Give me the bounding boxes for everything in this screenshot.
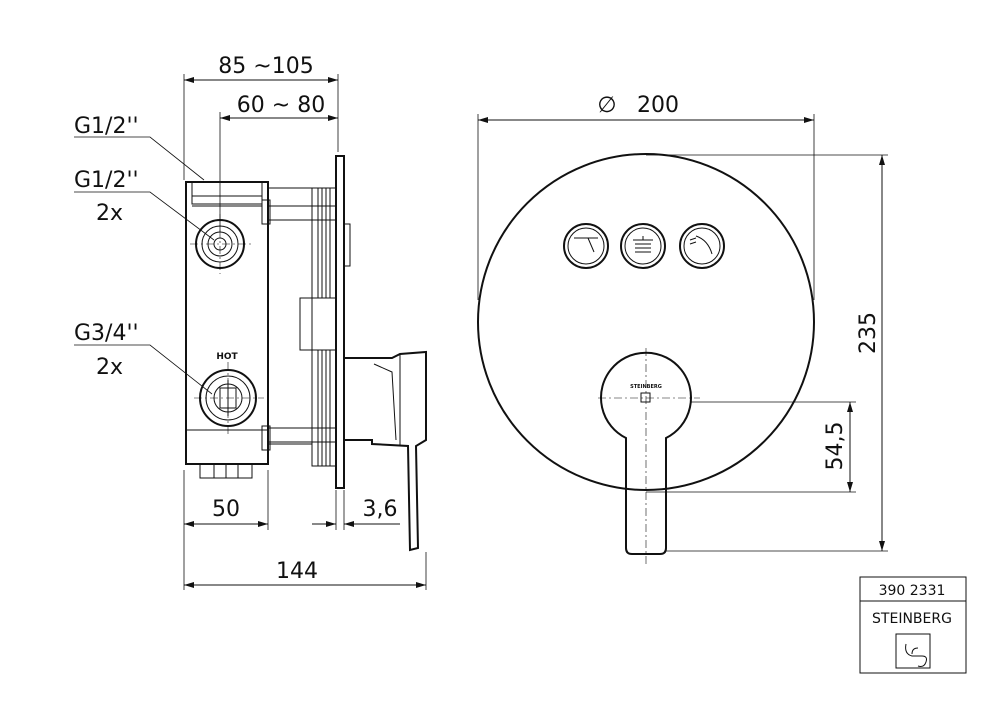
- lever-side-profile: [344, 350, 427, 552]
- diameter-symbol: ∅: [597, 93, 616, 118]
- dimension-overall-depth-range: 85 ~105: [184, 54, 338, 83]
- port-g12: [190, 214, 252, 274]
- wall-plate-side: [335, 155, 351, 489]
- dimension-total-depth: 144: [184, 559, 426, 588]
- dimension-adjust-range: 60 ~ 80: [220, 93, 338, 121]
- callout-g34: G3/4'': [74, 321, 139, 346]
- dim-50-label: 50: [212, 497, 240, 522]
- port-g34-hot: HOT: [194, 352, 264, 436]
- brand-name: STEINBERG: [872, 611, 952, 627]
- callout-g12-top: G1/2'': [74, 114, 139, 139]
- callout-g34-qty: 2x: [96, 355, 123, 380]
- handle-logo-icon: [640, 392, 651, 403]
- front-view: ∅ 200 STEINBERG: [477, 93, 888, 566]
- button-spout: [563, 223, 609, 269]
- dim-54-5-label: 54,5: [823, 422, 848, 471]
- dim-3-6-label: 3,6: [363, 497, 398, 522]
- dim-60-80-label: 60 ~ 80: [237, 93, 325, 118]
- hot-label: HOT: [216, 352, 238, 362]
- button-hand-shower: [679, 223, 725, 269]
- dim-235-label: 235: [856, 312, 881, 354]
- handle-brand-label: STEINBERG: [630, 384, 662, 390]
- dimension-plate-thickness: 3,6: [312, 497, 400, 527]
- brand-logo-icon: [895, 633, 931, 669]
- side-view: 85 ~105 60 ~ 80: [74, 54, 427, 590]
- dimension-height: 235: [856, 155, 885, 551]
- spout-icon: [574, 237, 598, 253]
- mixer-handle: STEINBERG: [598, 348, 700, 566]
- part-number: 390 2331: [879, 583, 946, 599]
- dim-144-label: 144: [276, 559, 318, 584]
- dimension-lever-offset: 54,5: [823, 402, 853, 492]
- threaded-sleeve: [267, 187, 337, 467]
- title-block: 390 2331 STEINBERG: [859, 576, 967, 674]
- dimension-diameter: ∅ 200: [478, 93, 814, 123]
- button-overhead-shower: [620, 223, 666, 269]
- round-wall-plate: [477, 153, 815, 491]
- callout-g12-qty: 2x: [96, 201, 123, 226]
- hand-shower-icon: [689, 235, 713, 255]
- overhead-shower-icon: [633, 236, 653, 253]
- callout-g12-middle: G1/2'': [74, 168, 139, 193]
- dimension-body-width: 50: [184, 497, 268, 527]
- dim-85-105-label: 85 ~105: [218, 54, 313, 79]
- dim-200-label: 200: [637, 93, 679, 118]
